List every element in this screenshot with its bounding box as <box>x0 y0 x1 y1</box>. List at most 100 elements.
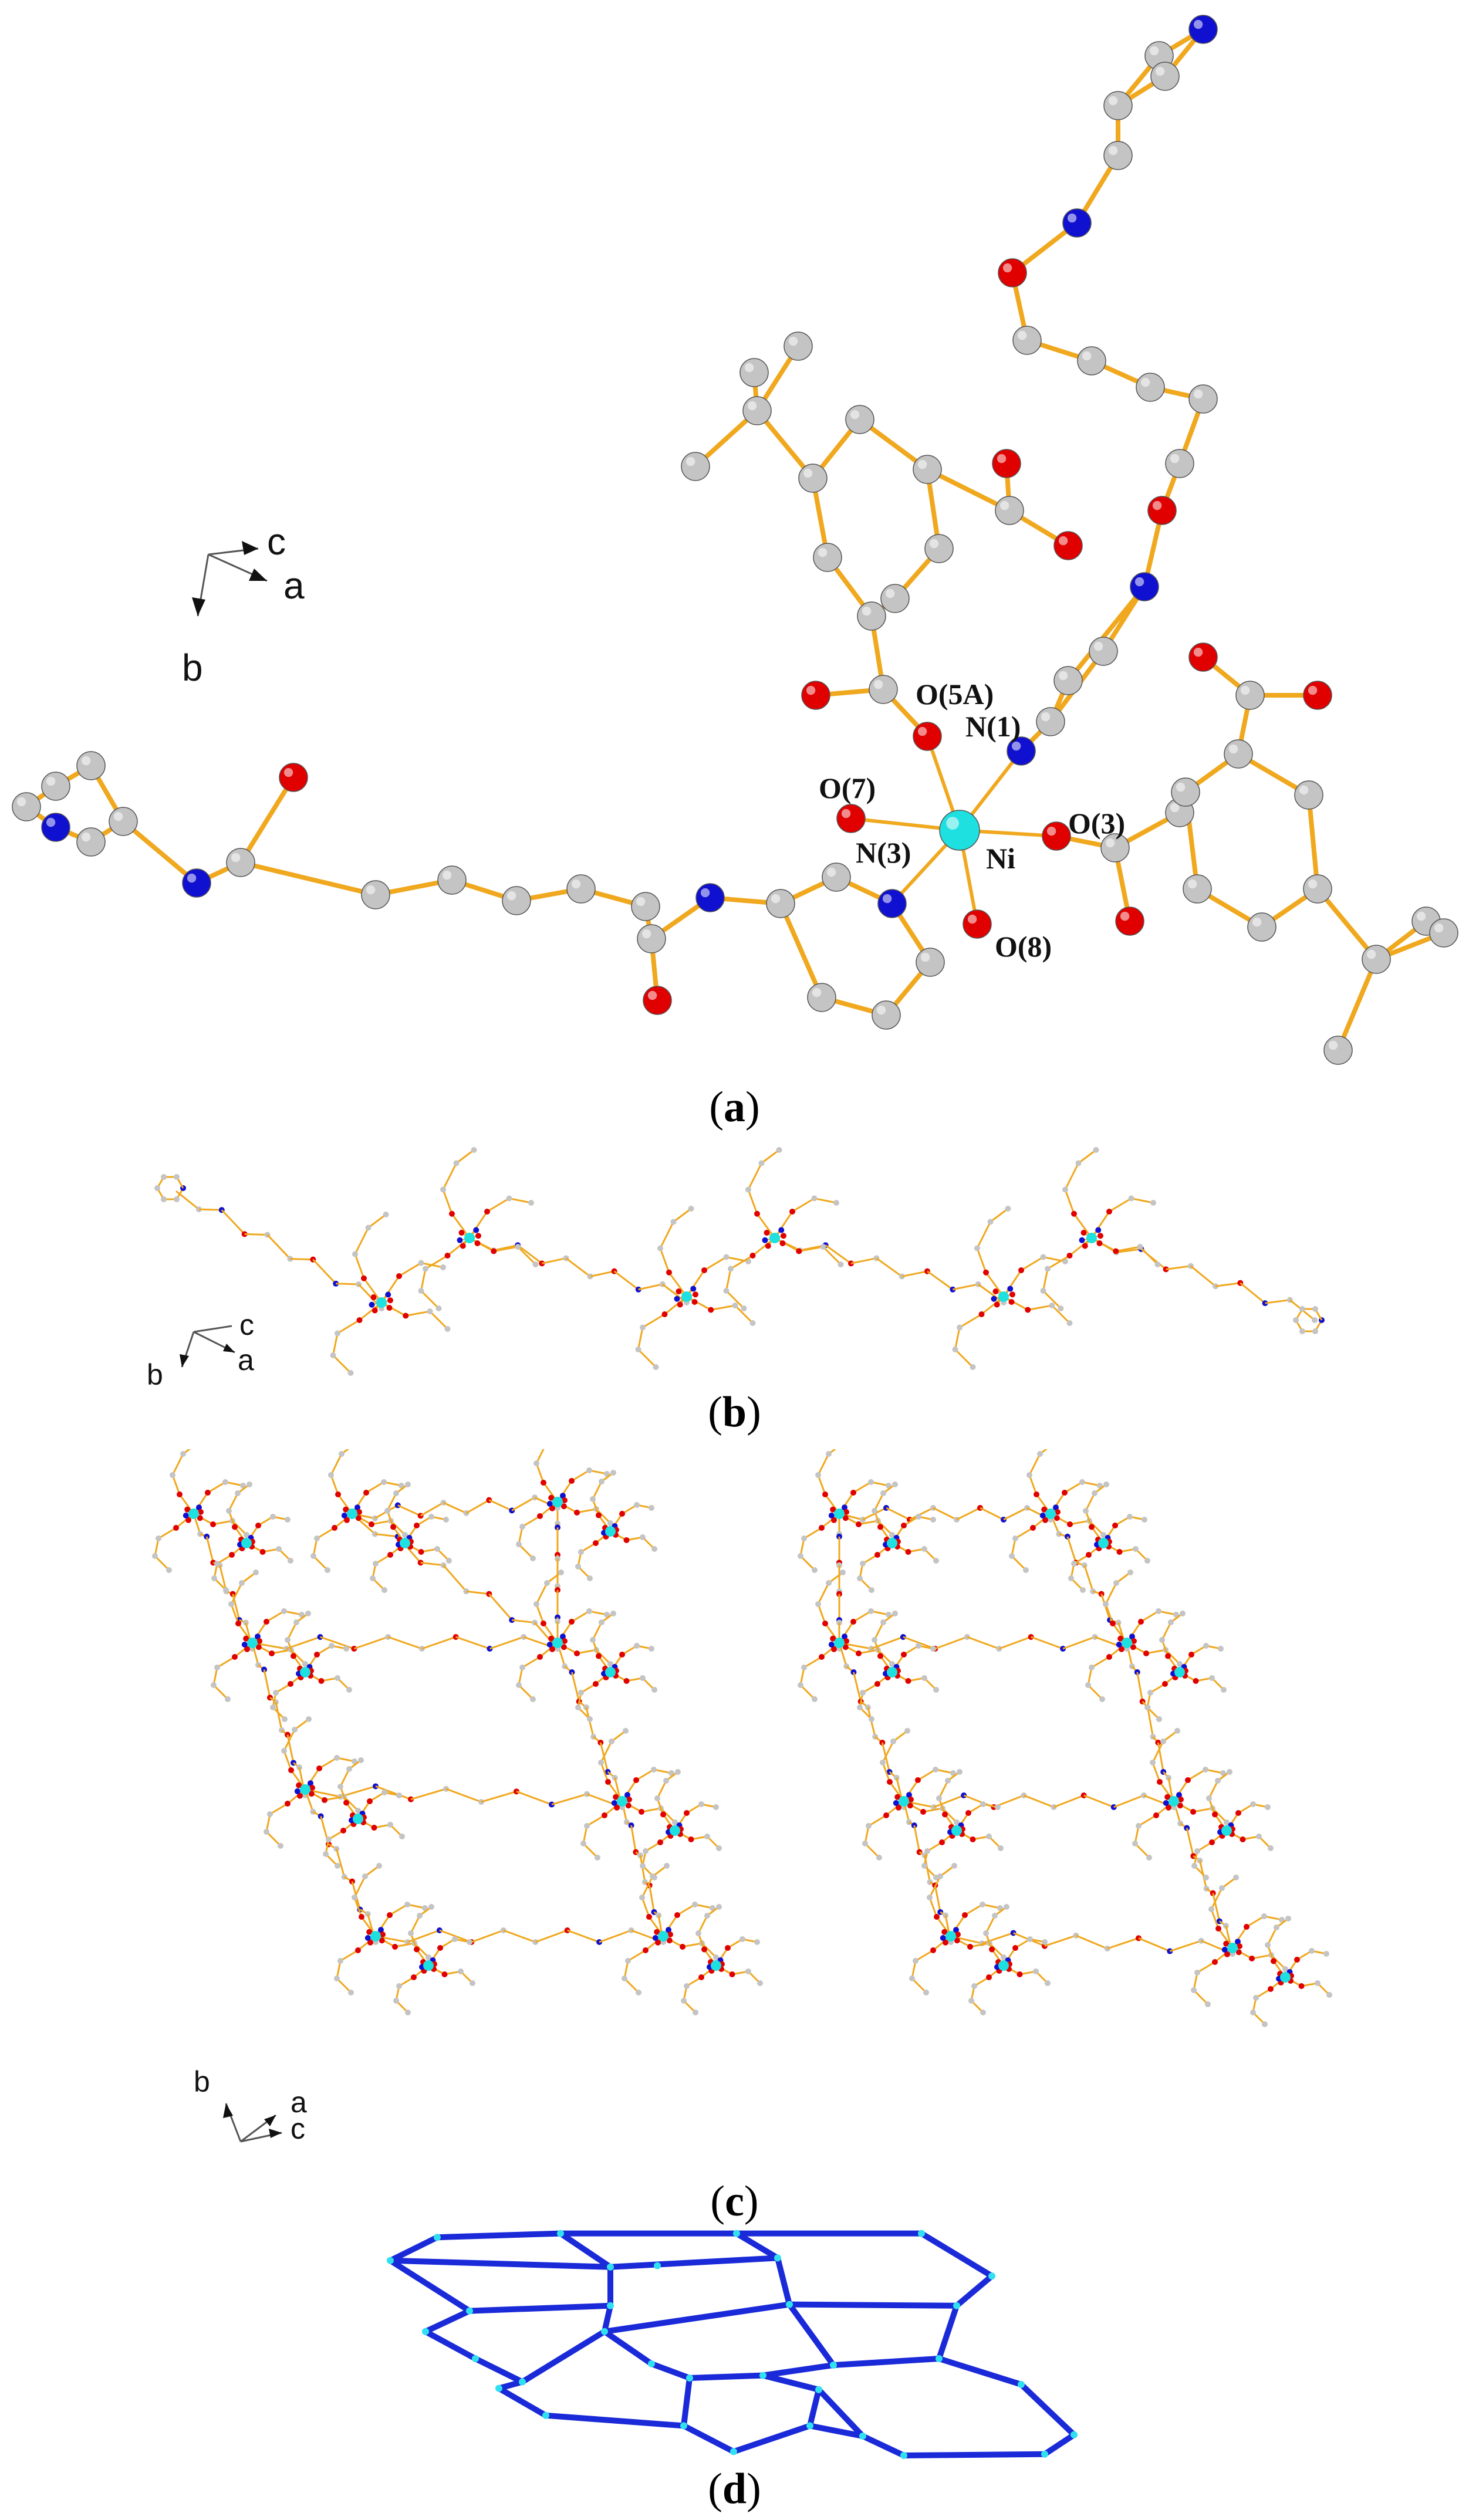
bond <box>290 1649 306 1665</box>
carbon-atom <box>1040 1288 1046 1294</box>
oxygen-atom <box>674 1912 680 1918</box>
carbon-atom <box>519 1665 525 1670</box>
oxygen-atom <box>954 1937 960 1944</box>
oxygen-atom <box>680 1944 685 1950</box>
bond <box>486 1198 510 1213</box>
bond <box>941 1807 958 1824</box>
bond <box>839 1642 872 1650</box>
carbon-atom <box>1144 1558 1150 1564</box>
nickel-atom <box>552 1638 563 1648</box>
oxygen-atom <box>1138 1619 1144 1625</box>
carbon-atom <box>580 1841 586 1846</box>
carbon-atom <box>533 1601 539 1607</box>
axis-label-b: b <box>194 2065 210 2098</box>
bond <box>521 1656 541 1669</box>
carbon-atom <box>1282 1966 1288 1972</box>
carbon-atom <box>1221 1687 1227 1693</box>
oxygen-atom <box>614 1804 620 1811</box>
oxygen-atom <box>1235 1949 1242 1956</box>
oxygen-atom <box>989 1946 995 1953</box>
carbon-atom <box>1215 1778 1221 1784</box>
bond <box>882 1761 891 1783</box>
atom-highlight <box>1240 685 1250 695</box>
panel-a: c a b O(5A) N(1) O(7) N(3) Ni O(3) O(8) … <box>0 0 1469 1131</box>
bond <box>354 1227 369 1255</box>
oxygen-atom <box>643 986 672 1015</box>
nitrogen-atom <box>611 1800 617 1806</box>
carbon-atom <box>1265 1804 1271 1810</box>
carbon-atom <box>651 1767 657 1773</box>
atom-highlight <box>1120 911 1130 921</box>
nitrogen-atom <box>953 1927 959 1933</box>
net-node <box>654 2262 661 2269</box>
bond <box>375 1935 408 1943</box>
nitrogen-atom <box>1163 1800 1169 1806</box>
carbon-atom <box>1012 1535 1018 1541</box>
carbon-atom <box>288 1558 293 1564</box>
bond <box>653 1768 673 1774</box>
bond <box>980 1507 1004 1521</box>
carbon-atom <box>1133 1546 1139 1552</box>
bond <box>386 1492 397 1512</box>
carbon-atom <box>383 1212 389 1217</box>
carbon-atom <box>1191 1987 1197 1993</box>
carbon-atom <box>244 1532 249 1538</box>
bond <box>588 1610 608 1616</box>
carbon-atom <box>1062 1186 1068 1193</box>
bond <box>1083 1565 1094 1592</box>
bond <box>312 1555 329 1571</box>
bond <box>567 1929 600 1943</box>
bond <box>492 1246 519 1252</box>
bond <box>697 1914 708 1934</box>
carbon-atom <box>352 1251 358 1257</box>
oxygen-atom <box>255 1523 261 1528</box>
bond <box>1083 1794 1115 1808</box>
bond <box>443 1564 467 1592</box>
bond <box>825 1244 852 1264</box>
nitrogen-atom <box>555 1524 560 1531</box>
oxygen-atom <box>316 1765 322 1771</box>
carbon-atom <box>998 1845 1004 1851</box>
bond <box>638 1283 663 1291</box>
bond <box>649 1885 655 1913</box>
nickel-atom <box>552 1497 563 1507</box>
molecule-structure-a: c a b O(5A) N(1) O(7) N(3) Ni O(3) O(8) <box>12 15 1458 1065</box>
bond <box>694 1903 714 1909</box>
carbon-atom <box>1180 1611 1186 1616</box>
bond <box>1192 1807 1214 1813</box>
oxygen-atom <box>1086 1552 1092 1558</box>
bond <box>212 1666 218 1686</box>
carbon-atom <box>869 675 898 704</box>
atom-highlight <box>1108 146 1118 155</box>
bond <box>339 1768 350 1788</box>
oxygen-atom <box>387 1912 393 1918</box>
oxygen-atom <box>691 1299 698 1305</box>
carbon-atom <box>515 1244 521 1250</box>
carbon-atom <box>974 1245 980 1251</box>
bond <box>370 1520 392 1525</box>
oxygen-atom <box>994 1301 1000 1308</box>
carbon-atom <box>798 1682 803 1688</box>
bond <box>1161 1621 1172 1641</box>
bond <box>265 1610 285 1623</box>
oxygen-atom <box>197 1515 203 1521</box>
bond <box>228 1492 239 1512</box>
oxygen-atom <box>843 1638 849 1644</box>
bond <box>710 1304 736 1311</box>
bond <box>353 1896 363 1918</box>
carbon-atom <box>343 1646 349 1652</box>
carbon-atom <box>980 1902 985 1907</box>
carbon-atom <box>1191 1863 1197 1869</box>
carbon-atom <box>228 1601 234 1607</box>
bond <box>332 1354 352 1374</box>
carbon-atom <box>446 1558 452 1564</box>
chain-structure-b: c a b <box>147 1147 1325 1391</box>
oxygen-atom <box>955 1932 961 1937</box>
bond <box>747 1189 758 1215</box>
oxygen-atom <box>1303 681 1332 710</box>
oxygen-atom <box>643 1947 649 1953</box>
bond <box>1062 1636 1096 1650</box>
oxygen-atom <box>765 1243 771 1249</box>
carbon-atom <box>1075 1160 1082 1166</box>
bond <box>389 1903 408 1916</box>
